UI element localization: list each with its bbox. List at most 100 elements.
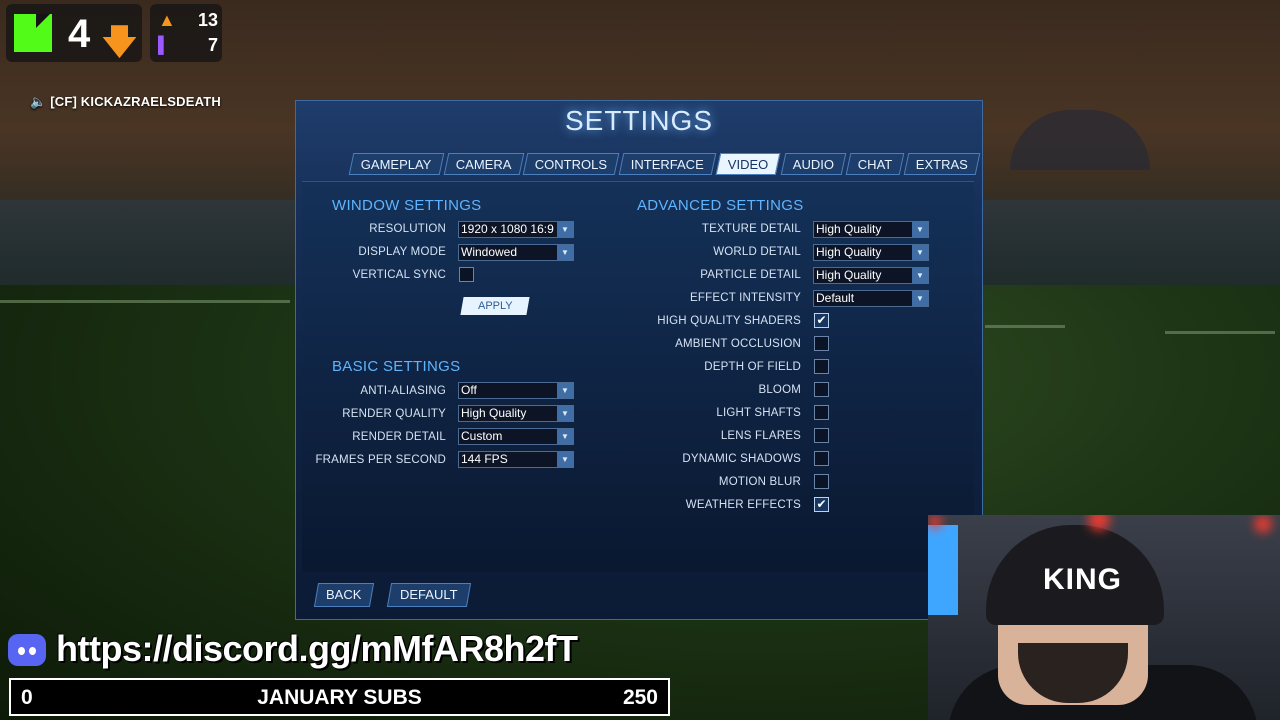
chevron-down-icon: ▼ bbox=[912, 245, 928, 260]
tab-interface[interactable]: INTERFACE bbox=[619, 153, 717, 175]
chevron-down-icon: ▼ bbox=[912, 291, 928, 306]
display-mode-dropdown[interactable]: Windowed ▼ bbox=[458, 244, 574, 261]
anti-aliasing-dropdown[interactable]: Off ▼ bbox=[458, 382, 574, 399]
chevron-down-icon: ▼ bbox=[557, 245, 573, 260]
player-tag: 🔈 [CF] KICKAZRAELSDEATH bbox=[30, 94, 221, 109]
vertical-sync-checkbox[interactable] bbox=[459, 267, 474, 282]
tab-audio[interactable]: AUDIO bbox=[780, 153, 847, 175]
fps-label: FRAMES PER SECOND bbox=[315, 454, 446, 466]
chevron-down-icon: ▼ bbox=[912, 222, 928, 237]
chevron-down-icon: ▼ bbox=[912, 268, 928, 283]
bloom-checkbox[interactable] bbox=[814, 382, 829, 397]
light-shafts-checkbox[interactable] bbox=[814, 405, 829, 420]
chevron-down-icon: ▼ bbox=[557, 222, 573, 237]
ambient-occlusion-checkbox[interactable] bbox=[814, 336, 829, 351]
vertical-sync-label: VERTICAL SYNC bbox=[352, 269, 446, 281]
flask-icon: ▲ bbox=[158, 10, 176, 30]
checkmark-icon: ✔ bbox=[816, 497, 827, 511]
webcam-feed: KING bbox=[928, 515, 1280, 720]
render-quality-label: RENDER QUALITY bbox=[342, 408, 446, 420]
tab-chat[interactable]: CHAT bbox=[845, 153, 905, 175]
checkmark-icon: ✔ bbox=[816, 313, 827, 327]
render-detail-label: RENDER DETAIL bbox=[352, 431, 446, 443]
tab-label: EXTRAS bbox=[916, 157, 969, 172]
tab-video[interactable]: VIDEO bbox=[716, 153, 782, 175]
dropdown-value: High Quality bbox=[816, 222, 882, 236]
dynamic-shadows-checkbox[interactable] bbox=[814, 451, 829, 466]
follower-widget: 4 🡇 bbox=[6, 4, 142, 62]
settings-tabs: GAMEPLAY CAMERA CONTROLS INTERFACE VIDEO… bbox=[348, 153, 981, 175]
resolution-label: RESOLUTION bbox=[369, 223, 446, 235]
render-quality-dropdown[interactable]: High Quality ▼ bbox=[458, 405, 574, 422]
chevron-down-icon: ▼ bbox=[557, 406, 573, 421]
world-detail-label: WORLD DETAIL bbox=[713, 246, 801, 258]
default-label: DEFAULT bbox=[400, 587, 458, 602]
viewers-stat: ▌ 7 bbox=[158, 35, 218, 56]
back-button[interactable]: BACK bbox=[313, 583, 375, 607]
field-line bbox=[0, 300, 290, 303]
lens-flares-label: LENS FLARES bbox=[720, 430, 801, 442]
webcam-glow bbox=[1088, 515, 1110, 531]
particle-detail-dropdown[interactable]: High Quality ▼ bbox=[813, 267, 929, 284]
tab-label: GAMEPLAY bbox=[360, 157, 432, 172]
anti-aliasing-label: ANTI-ALIASING bbox=[360, 385, 446, 397]
depth-of-field-label: DEPTH OF FIELD bbox=[704, 361, 801, 373]
fps-dropdown[interactable]: 144 FPS ▼ bbox=[458, 451, 574, 468]
bar-chart-icon: ▌ bbox=[158, 36, 170, 54]
weather-effects-checkbox[interactable]: ✔ bbox=[814, 497, 829, 512]
dropdown-value: Default bbox=[816, 291, 855, 305]
dropdown-value: High Quality bbox=[816, 245, 882, 259]
subs-count: 13 bbox=[197, 10, 218, 30]
webcam-glow bbox=[928, 515, 942, 529]
tab-label: AUDIO bbox=[792, 157, 834, 172]
field-line bbox=[1165, 331, 1275, 334]
display-mode-label: DISPLAY MODE bbox=[358, 246, 446, 258]
subs-goal-title: JANUARY SUBS bbox=[257, 686, 422, 709]
dropdown-value: Windowed bbox=[461, 245, 518, 259]
texture-detail-label: TEXTURE DETAIL bbox=[701, 223, 801, 235]
webcam-glow bbox=[1254, 515, 1272, 533]
texture-detail-dropdown[interactable]: High Quality ▼ bbox=[813, 221, 929, 238]
window-settings-title: WINDOW SETTINGS bbox=[332, 197, 482, 214]
chevron-down-icon: ▼ bbox=[557, 429, 573, 444]
chevron-down-icon: ▼ bbox=[557, 452, 573, 467]
motion-blur-checkbox[interactable] bbox=[814, 474, 829, 489]
light-shafts-label: LIGHT SHAFTS bbox=[716, 407, 801, 419]
tab-gameplay[interactable]: GAMEPLAY bbox=[348, 153, 444, 175]
dropdown-value: High Quality bbox=[816, 268, 882, 282]
subs-goal-bar: 0 JANUARY SUBS 250 bbox=[9, 678, 670, 716]
stats-widget: ▲ 13 ▌ 7 bbox=[150, 4, 222, 62]
follower-count: 4 bbox=[68, 12, 91, 56]
dropdown-value: High Quality bbox=[461, 406, 527, 420]
dynamic-shadows-label: DYNAMIC SHADOWS bbox=[682, 453, 801, 465]
world-detail-dropdown[interactable]: High Quality ▼ bbox=[813, 244, 929, 261]
high-quality-shaders-checkbox[interactable]: ✔ bbox=[814, 313, 829, 328]
webcam-background-light bbox=[928, 525, 958, 615]
discord-link: https://discord.gg/mMfAR8h2fT bbox=[56, 628, 578, 669]
bloom-label: BLOOM bbox=[758, 384, 801, 396]
effect-intensity-dropdown[interactable]: Default ▼ bbox=[813, 290, 929, 307]
arena-dome bbox=[1010, 110, 1150, 170]
subs-current: 0 bbox=[21, 686, 33, 709]
tab-label: CAMERA bbox=[455, 157, 511, 172]
tab-label: VIDEO bbox=[728, 157, 769, 172]
apply-button[interactable]: APPLY bbox=[460, 297, 530, 315]
resolution-dropdown[interactable]: 1920 x 1080 16:9 ▼ bbox=[458, 221, 574, 238]
tab-controls[interactable]: CONTROLS bbox=[522, 153, 620, 175]
weather-effects-label: WEATHER EFFECTS bbox=[685, 499, 801, 511]
field-line bbox=[985, 325, 1065, 328]
lens-flares-checkbox[interactable] bbox=[814, 428, 829, 443]
settings-content: WINDOW SETTINGS RESOLUTION 1920 x 1080 1… bbox=[302, 181, 974, 572]
tab-extras[interactable]: EXTRAS bbox=[904, 153, 981, 175]
tab-label: CONTROLS bbox=[534, 157, 608, 172]
basic-settings-title: BASIC SETTINGS bbox=[332, 358, 461, 375]
default-button[interactable]: DEFAULT bbox=[386, 583, 472, 607]
subs-stat: ▲ 13 bbox=[158, 10, 218, 31]
motion-blur-label: MOTION BLUR bbox=[718, 476, 801, 488]
subs-goal-target: 250 bbox=[622, 686, 658, 709]
depth-of-field-checkbox[interactable] bbox=[814, 359, 829, 374]
tab-camera[interactable]: CAMERA bbox=[443, 153, 524, 175]
render-detail-dropdown[interactable]: Custom ▼ bbox=[458, 428, 574, 445]
discord-icon bbox=[8, 634, 46, 666]
particle-detail-label: PARTICLE DETAIL bbox=[700, 269, 801, 281]
